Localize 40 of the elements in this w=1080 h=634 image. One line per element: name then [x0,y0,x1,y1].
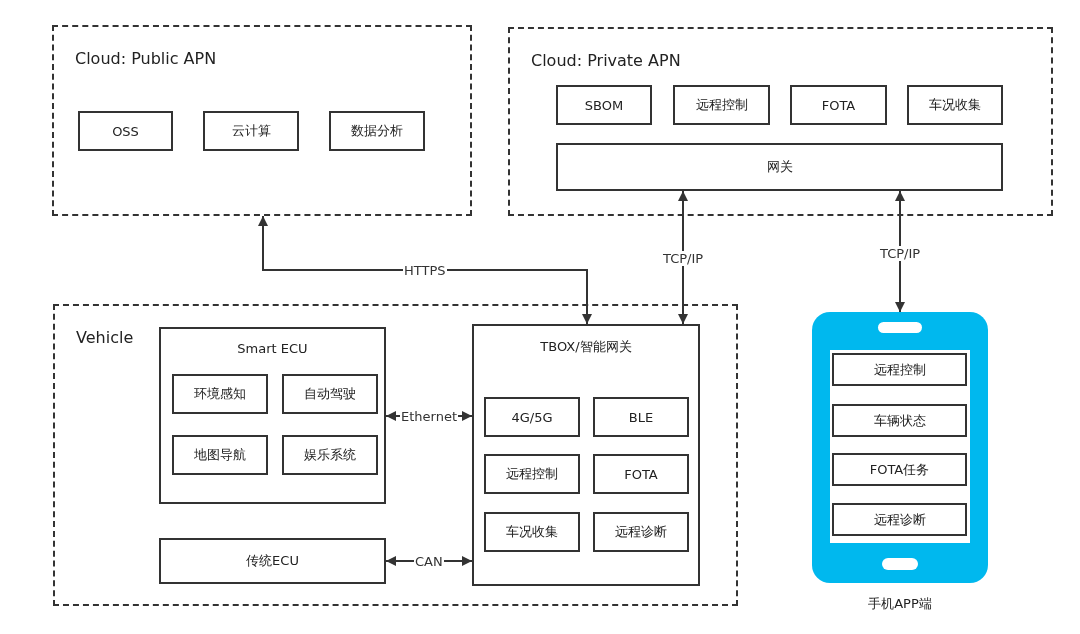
process-box: 4G/5G [484,397,580,437]
process-box: 地图导航 [172,435,268,475]
module-title: TBOX/智能网关 [539,338,633,356]
arrow [678,190,688,325]
process-box: 娱乐系统 [282,435,378,475]
edge-label: Ethernet [400,408,458,424]
process-box: 网关 [556,143,1003,191]
process-box: 车况收集 [907,85,1003,125]
process-box: 远程诊断 [593,512,689,552]
node-label: 手机APP端 [867,595,933,613]
module-box [472,324,700,586]
module-box [159,327,386,504]
process-box: 车况收集 [484,512,580,552]
dashed-region [53,304,738,606]
process-box: OSS [78,111,173,151]
edge-label: TCP/IP [879,245,922,261]
process-box: 远程控制 [673,85,770,125]
process-box: 远程诊断 [832,503,967,536]
process-box: 环境感知 [172,374,268,414]
process-box: 自动驾驶 [282,374,378,414]
process-box: FOTA [593,454,689,494]
arrow [258,215,592,325]
region-title: Cloud: Private APN [531,51,681,70]
process-box: BLE [593,397,689,437]
dashed-region [508,27,1053,216]
dashed-region [52,25,472,216]
process-box: 车辆状态 [832,404,967,437]
region-title: Cloud: Public APN [75,49,217,68]
process-box: SBOM [556,85,652,125]
edge-label: TCP/IP [662,250,705,266]
process-box: FOTA任务 [832,453,967,486]
process-box: 远程控制 [484,454,580,494]
module-title: Smart ECU [236,341,309,356]
region-title: Vehicle [76,328,134,347]
arrow [895,190,905,313]
process-box: 远程控制 [832,353,967,386]
process-box: 数据分析 [329,111,425,151]
process-box: 云计算 [203,111,299,151]
process-box: FOTA [790,85,887,125]
process-box: 传统ECU [159,538,386,584]
